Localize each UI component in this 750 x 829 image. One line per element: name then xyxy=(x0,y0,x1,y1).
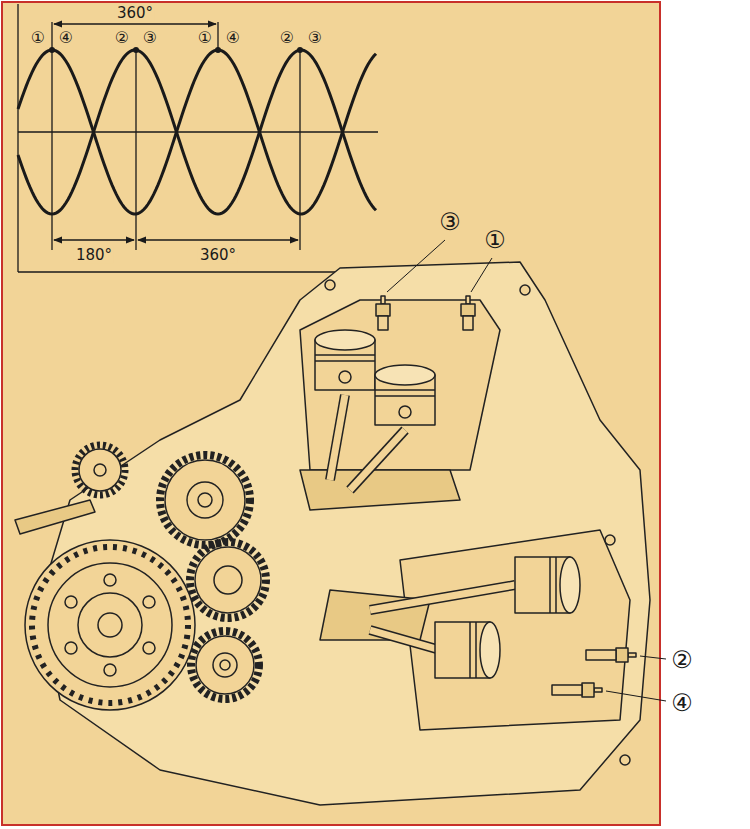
sine-waves xyxy=(18,50,376,214)
peak-dots xyxy=(49,47,303,53)
cylinder-number: ③ xyxy=(308,29,322,47)
cylinder-number: ④ xyxy=(59,29,73,47)
cylinder-number: ① xyxy=(31,29,45,47)
engine-drawing xyxy=(15,262,650,805)
sine-wave xyxy=(18,50,376,214)
cylinder-number: ③ xyxy=(143,29,157,47)
callout-number: ② xyxy=(671,647,693,673)
angle-dimension: 360° xyxy=(198,247,238,264)
callout-number: ③ xyxy=(439,209,461,235)
angle-dimension: 360° xyxy=(115,5,155,22)
callout-number: ① xyxy=(484,227,506,253)
cylinder-number: ④ xyxy=(226,29,240,47)
sine-wave xyxy=(18,50,376,214)
callout-number: ④ xyxy=(671,690,693,716)
chart-frame xyxy=(18,4,378,272)
angle-dimension: 180° xyxy=(74,247,114,264)
cylinder-number: ① xyxy=(198,29,212,47)
cylinder-number: ② xyxy=(280,29,294,47)
leader-lines xyxy=(387,240,666,701)
cylinder-number: ② xyxy=(115,29,129,47)
panel-ground xyxy=(2,2,660,825)
